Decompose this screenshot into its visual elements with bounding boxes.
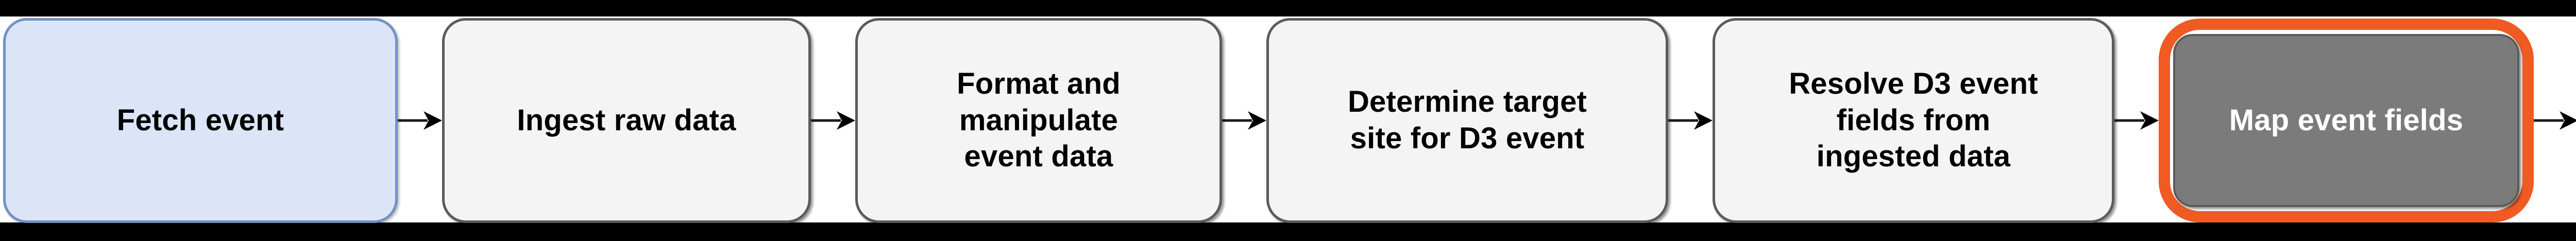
flow-node-format-manipulate-event-data[interactable]: Format and manipulate event data (855, 18, 1222, 223)
flow-node-label: Fetch event (116, 103, 284, 137)
flow-node-determine-target-site[interactable]: Determine target site for D3 event (1266, 18, 1668, 223)
flow-node-map-event-fields[interactable]: Map event fields (2173, 34, 2519, 207)
flow-node-highlight-ring-map-event-fields: Map event fields (2159, 19, 2534, 222)
flow-arrow-5 (2114, 0, 2159, 241)
flow-node-label: Determine target site for D3 event (1347, 85, 1587, 155)
flow-arrow-3 (1222, 0, 1266, 241)
flow-node-fetch-event[interactable]: Fetch event (3, 18, 398, 223)
flow-node-ingest-raw-data[interactable]: Ingest raw data (442, 18, 811, 223)
flow-node-label: Resolve D3 event fields from ingested da… (1789, 66, 2038, 174)
flow-node-label: Format and manipulate event data (957, 66, 1121, 174)
flow-node-label: Ingest raw data (517, 103, 736, 137)
flow-arrow-2 (811, 0, 855, 241)
flow-arrow-4 (1668, 0, 1713, 241)
flow-arrow-6 (2534, 0, 2576, 241)
flow-arrow-1 (398, 0, 442, 241)
flow-node-resolve-d3-event-fields[interactable]: Resolve D3 event fields from ingested da… (1713, 18, 2114, 223)
flow-node-label: Map event fields (2229, 103, 2464, 137)
